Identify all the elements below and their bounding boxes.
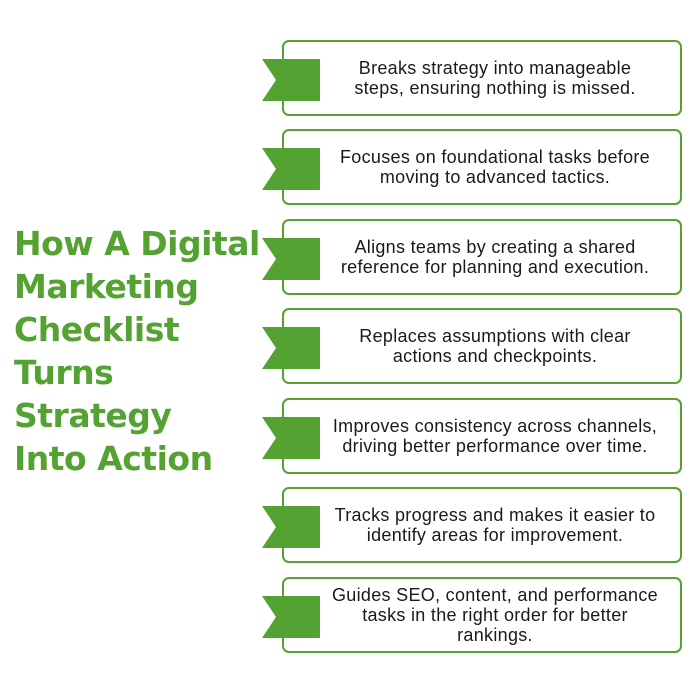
benefit-item-6: Tracks progress and makes it easier to i… [262,487,686,567]
benefit-text: Tracks progress and makes it easier to i… [334,505,656,545]
ribbon-icon [262,596,320,638]
benefit-box: Focuses on foundational tasks before mov… [282,129,682,205]
benefit-item-2: Focuses on foundational tasks before mov… [262,129,686,209]
benefit-text: Guides SEO, content, and performance tas… [332,585,658,645]
benefit-text: Aligns teams by creating a shared refere… [340,237,650,277]
benefit-box: Replaces assumptions with clear actions … [282,308,682,384]
title-line: Marketing [14,267,199,306]
ribbon-icon [262,506,320,548]
title-line: Into Action [14,439,213,478]
benefit-text: Focuses on foundational tasks before mov… [340,147,650,187]
benefit-box: Breaks strategy into manageable steps, e… [282,40,682,116]
title-line: Strategy [14,396,172,435]
benefit-text: Improves consistency across channels, dr… [332,416,658,456]
benefit-item-3: Aligns teams by creating a shared refere… [262,219,686,299]
benefit-box: Improves consistency across channels, dr… [282,398,682,474]
benefit-item-4: Replaces assumptions with clear actions … [262,308,686,388]
benefit-box: Tracks progress and makes it easier to i… [282,487,682,563]
benefit-box: Guides SEO, content, and performance tas… [282,577,682,653]
benefit-item-7: Guides SEO, content, and performance tas… [262,577,686,657]
benefit-item-5: Improves consistency across channels, dr… [262,398,686,478]
ribbon-icon [262,148,320,190]
ribbon-icon [262,417,320,459]
title-line: How A Digital [14,224,260,263]
ribbon-icon [262,59,320,101]
benefit-box: Aligns teams by creating a shared refere… [282,219,682,295]
title-line: Turns [14,353,114,392]
benefit-text: Breaks strategy into manageable steps, e… [354,58,636,98]
benefit-item-1: Breaks strategy into manageable steps, e… [262,40,686,120]
title-line: Checklist [14,310,180,349]
infographic-title: How A Digital Marketing Checklist Turns … [14,222,264,480]
ribbon-icon [262,327,320,369]
benefit-text: Replaces assumptions with clear actions … [359,326,631,366]
ribbon-icon [262,238,320,280]
